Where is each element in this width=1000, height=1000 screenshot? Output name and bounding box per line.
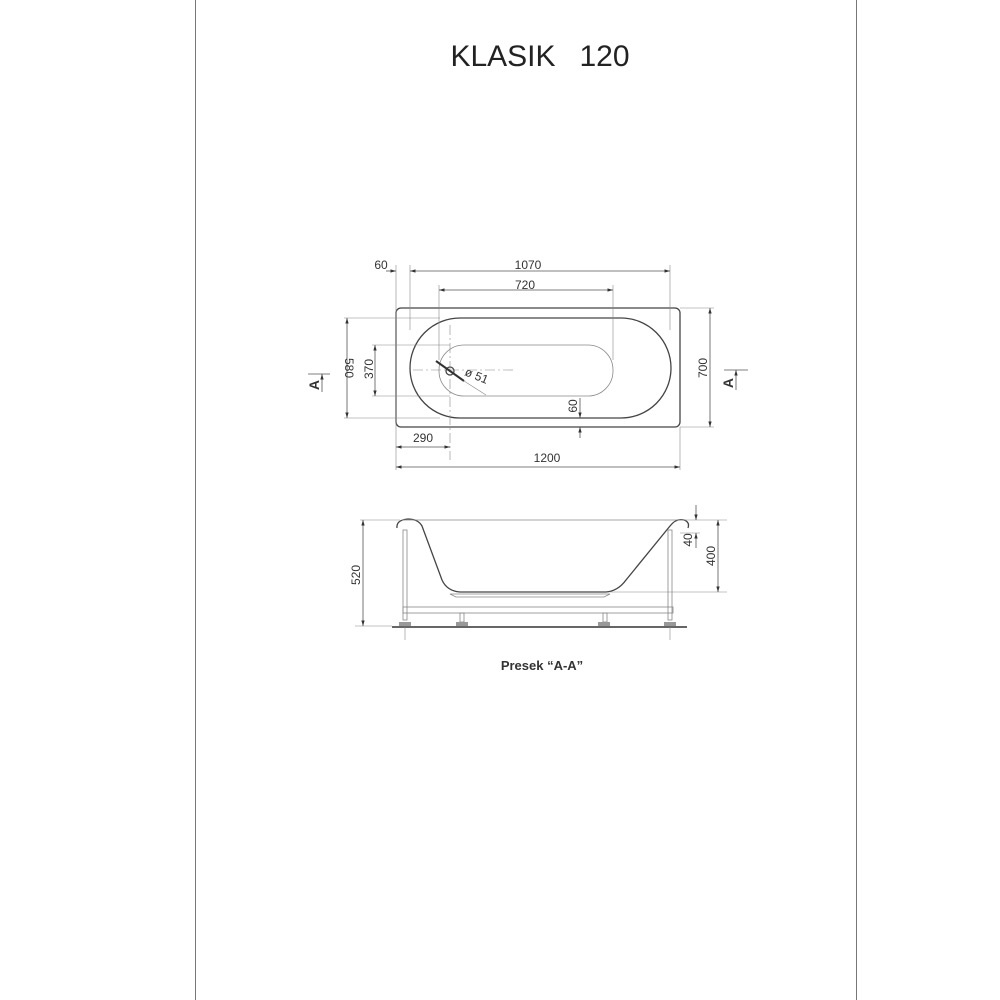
leg-right (667, 529, 673, 621)
section-caption: Presek “A-A” (501, 658, 583, 673)
dim-drain-diameter: ø 51 (463, 365, 491, 387)
right-border-line (856, 0, 857, 1000)
tub-bottom-outline (438, 344, 614, 397)
svg-text:A: A (306, 380, 322, 390)
dim-outer-width: 700 (696, 358, 710, 378)
leg-left (402, 529, 408, 621)
tub-outer-outline (395, 307, 681, 428)
section-view: 520 40 400 Presek “A-A” (349, 505, 727, 673)
dim-inner-length: 1070 (515, 258, 542, 272)
top-view: 60 1070 720 290 1200 580 370 700 60 ø 51… (306, 258, 748, 470)
section-marker-left: A (306, 373, 330, 392)
dim-flat-bottom-length: 720 (515, 278, 535, 292)
dim-drain-offset: 290 (413, 431, 433, 445)
left-border-line (195, 0, 196, 1000)
model-name: KLASIK (450, 40, 556, 73)
dim-bottom-width: 370 (362, 359, 376, 379)
tub-profile (396, 518, 690, 593)
dim-inner-width: 580 (342, 358, 356, 378)
tub-inner-outline (409, 317, 672, 419)
dim-depth: 400 (704, 546, 718, 566)
dim-side-rim: 60 (566, 399, 580, 413)
support-rail (402, 606, 674, 614)
dim-rim-thickness: 40 (681, 533, 695, 547)
model-size: 120 (579, 40, 630, 73)
dim-rim-offset: 60 (374, 258, 388, 272)
dim-total-height: 520 (349, 565, 363, 585)
dim-outer-length: 1200 (534, 451, 561, 465)
svg-text:A: A (720, 378, 736, 388)
page-title: KLASIK 120 (0, 40, 1000, 74)
section-marker-right: A (720, 369, 748, 390)
